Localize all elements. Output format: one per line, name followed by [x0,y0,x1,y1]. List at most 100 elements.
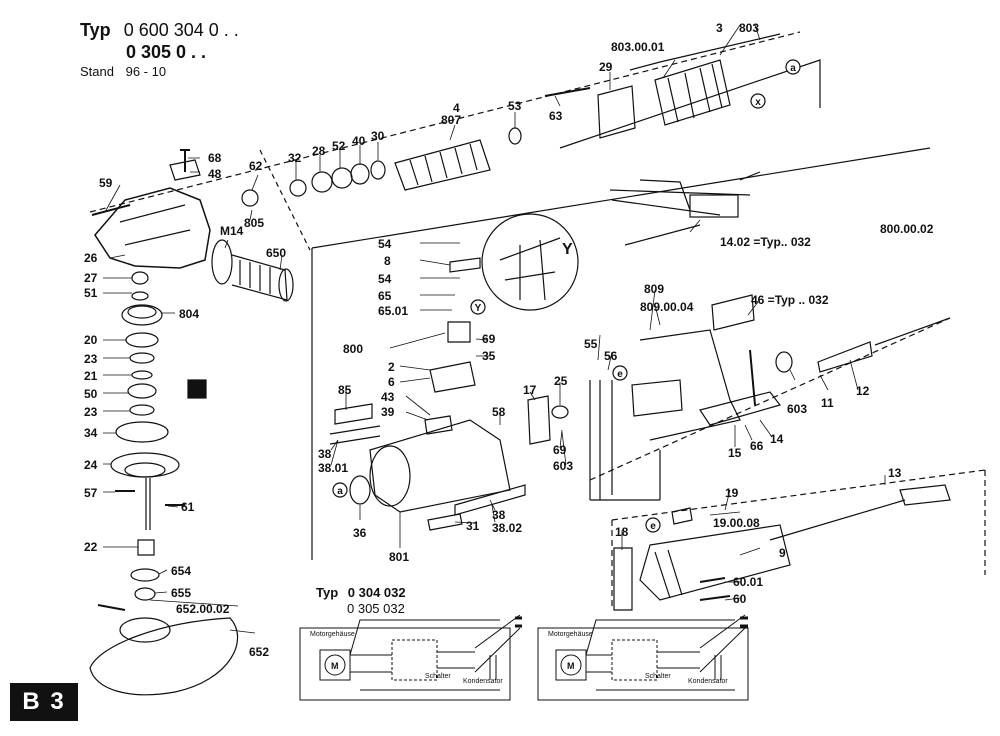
marker-x [750,93,766,109]
marker-e-switch [612,365,628,381]
wiring-title-line-1: Typ 0 304 032 [316,585,406,600]
callout-60: 60 [733,592,747,606]
wheel-guard-652 [89,617,239,696]
left-motor-housing-label: Motorgehäuse [310,631,355,638]
stand-line: Stand 96 - 10 [80,64,166,79]
switch-809 [631,379,683,417]
part-30 [370,160,386,180]
part-28 [311,171,333,193]
callout-800-00-02: 800.00.02 [880,222,934,236]
callout-54b: 54 [378,272,392,286]
brush-holder-800 [447,321,471,343]
part-19 [671,507,693,525]
capacitor-14-02 [689,194,739,218]
detail-y-circle [481,213,579,311]
label-85 [334,403,373,425]
ring-36 [349,475,371,505]
callout-35: 35 [482,349,496,363]
flange-654 [130,568,160,582]
wiring-title-number-2: 0 305 032 [347,601,405,616]
plug-13 [899,484,951,506]
callout-21: 21 [84,369,98,383]
callout-12: 12 [856,384,870,398]
callout-68: 68 [208,151,222,165]
wiring-title-number-1: 0 304 032 [347,585,406,600]
cable-12 [817,341,873,373]
callout-65-01: 65.01 [378,304,409,318]
callout-29: 29 [599,60,613,74]
part-18 [613,547,633,611]
callout-25: 25 [554,374,568,388]
housing-frame-line [311,147,931,560]
callout-62: 62 [249,159,263,173]
bearing-50 [127,383,157,399]
marker-a-bottom-label: a [337,486,343,497]
armature-807 [394,139,491,191]
callout-26: 26 [84,251,98,265]
right-motor-housing-label: Motorgehäuse [548,631,593,638]
callout-603a: 603 [553,459,574,473]
callout-20: 20 [84,333,98,347]
bevel-gear-804 [121,304,163,326]
callout-30: 30 [371,129,385,143]
callout-51: 51 [84,286,98,300]
part-20 [125,332,159,348]
callout-38a: 38 [318,447,332,461]
callout-m14: M14 [220,224,244,238]
callout-23b: 23 [84,405,98,419]
callout-52: 52 [332,139,346,153]
callout-2: 2 [388,360,395,374]
label-38-02 [454,484,526,516]
left-switch-label: Schalter [425,673,451,680]
callout-48: 48 [208,167,222,181]
callout-14-02: 14.02 =Typ.. 032 [720,235,811,249]
callout-804: 804 [179,307,200,321]
callout-28: 28 [312,144,326,158]
callout-59: 59 [99,176,113,190]
flange-24 [110,452,180,478]
bevel-pinion-805 [241,189,259,207]
left-capacitor-label: Kondensator [463,678,503,685]
callout-652: 652 [249,645,270,659]
callout-800: 800 [343,342,364,356]
callout-63: 63 [549,109,563,123]
callout-y-detail: Y [562,241,573,258]
bearing-53 [508,127,522,145]
part-32 [289,179,307,197]
part-46 [711,294,755,331]
callout-15: 15 [728,446,742,460]
marking-icon [187,379,207,399]
callout-40: 40 [352,134,366,148]
callout-46: 46 =Typ .. 032 [751,293,829,307]
callout-69a: 69 [482,332,496,346]
callout-805: 805 [244,216,265,230]
marker-e-handle [645,517,661,533]
callout-24: 24 [84,458,98,472]
callout-57: 57 [84,486,98,500]
callout-61: 61 [181,500,195,514]
callout-38-01: 38.01 [318,461,349,475]
marker-y [470,299,486,315]
side-handle-flange [211,239,233,285]
callout-11: 11 [821,396,834,410]
marker-y-label: Y [475,303,482,314]
callout-56: 56 [604,349,618,363]
marker-e-handle-label: e [650,521,656,532]
part-40 [350,163,370,185]
power-cord-13 [769,499,906,541]
marker-x-label: x [755,97,761,108]
callout-803-00-01: 803.00.01 [611,40,665,54]
nut-655 [134,587,156,601]
wiring-diagram-right [537,627,749,701]
part-52 [331,167,353,189]
label-43 [424,415,453,435]
plate-31 [427,513,463,531]
page-badge: B 3 [10,683,78,721]
callout-655: 655 [171,586,192,600]
side-handle [231,254,288,301]
callout-32: 32 [288,151,302,165]
callout-809: 809 [644,282,665,296]
gear-head-housing [94,187,211,269]
motor-housing-801 [369,419,511,513]
callout-27: 27 [84,271,98,285]
